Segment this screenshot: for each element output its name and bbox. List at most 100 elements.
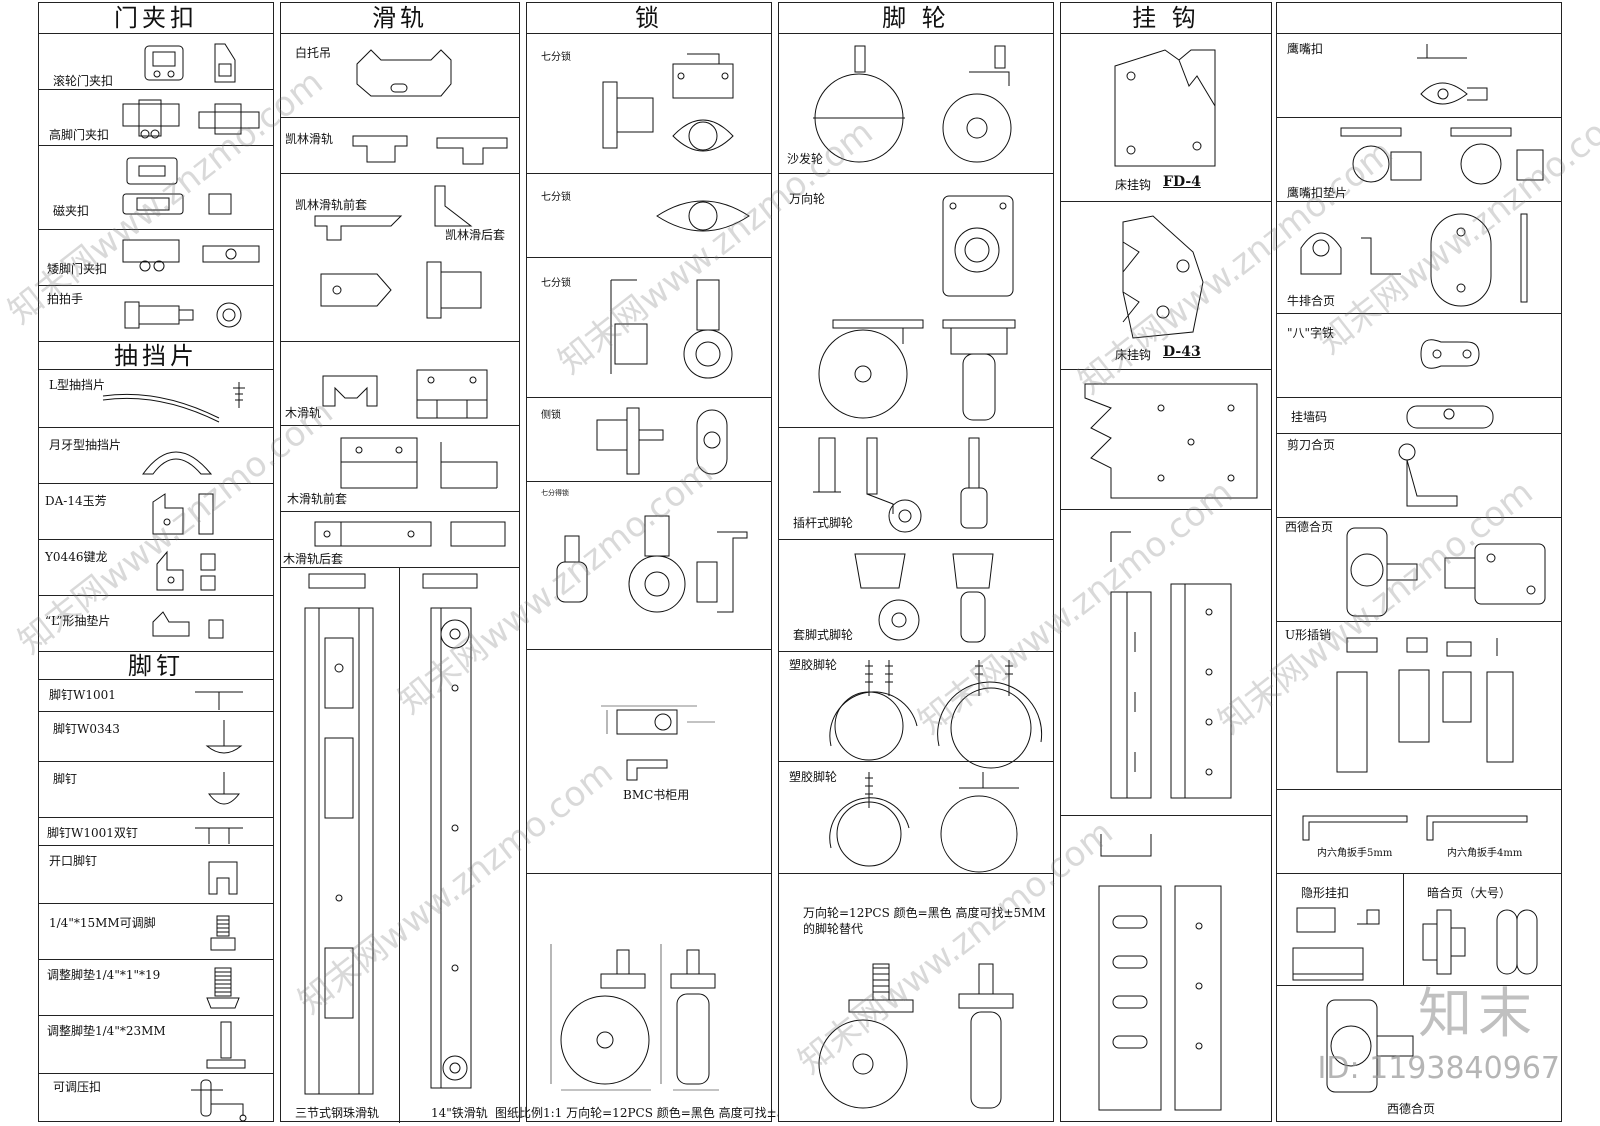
code-bed-hook-d43: D-43 (1163, 344, 1201, 360)
label-lock-1: 七分锁 (541, 52, 571, 63)
label-bed-hook-fd4: 床挂钩 (1115, 178, 1152, 192)
steak-hinge-drawing (1291, 208, 1551, 308)
u-bolt-drawing (1307, 632, 1547, 782)
section-title-drawer-stop: 抽挡片 (39, 341, 273, 370)
cell-eight-iron: "八"字铁 (1277, 313, 1561, 397)
plastic-caster-2-drawing (819, 768, 1039, 872)
l-drawer-stop-drawing (99, 378, 269, 424)
bmc-lock-drawing (597, 700, 727, 786)
bed-hook-fd4-drawing (1105, 46, 1225, 172)
bed-hook-plate-drawing (1081, 378, 1261, 502)
cell-l-drawer-stop: L型抽挡片 (39, 369, 273, 427)
cell-german-hinge: 西德合页 (1277, 517, 1561, 621)
label-eagle-clasp: 鹰嘴扣 (1287, 42, 1324, 56)
label-swivel-caster: 万向轮 (789, 192, 826, 206)
label-adjust-pad-23: 调整脚垫1/4"*23MM (47, 1024, 166, 1038)
swivel-caster-side-drawing (803, 314, 1043, 424)
foot-nail-double-drawing (189, 822, 249, 846)
concealed-hinge-drawing (1417, 904, 1557, 980)
wood-rail-rear-drawing (311, 516, 511, 552)
eagle-clasp-pad-drawing (1331, 122, 1551, 188)
watermark-id: ID: 1193840967 (1317, 1051, 1560, 1086)
cell-hook-slot-plate (1061, 815, 1271, 1123)
cell-adjust-pad-23: 调整脚垫1/4"*23MM (39, 1015, 273, 1073)
cell-eagle-clasp: 鹰嘴扣 (1277, 33, 1561, 117)
eagle-clasp-drawing (1407, 38, 1547, 114)
label-magnetic-clip: 磁夹扣 (53, 204, 90, 218)
cell-foot-nail-w1001: 脚钉W1001 (39, 679, 273, 711)
socket-caster-drawing (849, 548, 1049, 648)
label-y0446: Y0446键龙 (45, 550, 108, 564)
label-foot-nail: 脚钉 (53, 772, 78, 786)
label-kelin-rail: 凯林滑轨 (285, 132, 334, 146)
section-title-hook: 挂 钩 (1061, 3, 1271, 34)
label-side-lock: 侧锁 (541, 410, 561, 421)
label-bmc-lock: BMC书柜用 (623, 788, 690, 802)
steel-ball-rail-drawing (299, 568, 389, 1098)
side-lock-drawing (587, 402, 767, 478)
kelin-front-drawing (311, 210, 411, 246)
cell-bed-hook-fd4: 床挂钩 FD-4 (1061, 33, 1271, 201)
section-title-slide-rail: 滑轨 (281, 3, 519, 34)
column-door-clip: 门夹扣 滚轮门夹扣 高脚门夹扣 磁夹扣 矮脚门夹扣 (38, 2, 274, 1122)
label-lock-4: 七分得锁 (541, 489, 569, 497)
cell-socket-caster: 套脚式脚轮 (779, 539, 1053, 651)
column-caster: 脚 轮 沙发轮 万向轮 插杆式脚轮 (778, 2, 1054, 1122)
cell-lock-2: 七分锁 (527, 173, 771, 257)
cell-wood-rail-front: 木滑轨前套 (281, 425, 519, 511)
label-wood-rail-rear: 木滑轨后套 (283, 552, 344, 566)
watermark-logo: 知末 (1418, 982, 1538, 1045)
section-title-misc (1277, 3, 1561, 34)
column-slide-rail: 滑轨 白托吊 凯林滑轨 凯林滑轨前套 凯林滑后套 木滑轨 (280, 2, 520, 1123)
cell-scissor-hinge: 剪刀合页 (1277, 433, 1561, 517)
lock-1-drawing (577, 48, 767, 168)
cell-da14: DA-14玉芳 (39, 483, 273, 539)
german-hinge-drawing (1327, 524, 1557, 620)
foot-nail-drawing (199, 768, 249, 814)
cell-foot-nail-w0343: 脚钉W0343 (39, 711, 273, 761)
high-door-clip-drawing (119, 96, 269, 142)
label-adjustable-foot: 1/4"*15MM可调脚 (49, 916, 156, 930)
stem-caster-drawing (809, 434, 1039, 534)
section-title-foot-nail: 脚钉 (39, 651, 273, 680)
label-socket-caster: 套脚式脚轮 (793, 628, 854, 642)
label-adjustable-press-clip: 可调压扣 (53, 1080, 102, 1094)
foot-nail-w1001-drawing (189, 684, 249, 712)
label-push-latch: 拍拍手 (47, 292, 84, 306)
cell-hidden-clasp: 隐形挂扣 暗合页（大号） (1277, 873, 1561, 985)
label-hex-wrench-5mm: 内六角扳手5mm (1317, 848, 1393, 859)
label-german-hinge-2: 西德合页 (1387, 1102, 1436, 1116)
cell-eagle-clasp-pad: 鹰嘴扣垫片 (1277, 117, 1561, 201)
label-plastic-caster-1: 塑胶脚轮 (789, 658, 838, 672)
eight-iron-drawing (1407, 324, 1487, 374)
label-wood-rail-front: 木滑轨前套 (287, 492, 348, 506)
cell-foot-nail: 脚钉 (39, 761, 273, 817)
label-iron-rail-14: 14"铁滑轨 (431, 1106, 488, 1120)
label-adjust-pad-19: 调整脚垫1/4"*1"*19 (47, 968, 161, 982)
wood-rail-front-drawing (337, 432, 517, 494)
cell-swivel-spec: 万向轮=12PCS 颜色=黑色 高度可找±5MM 的脚轮替代 (779, 873, 1053, 1123)
label-wood-rail: 木滑轨 (285, 406, 322, 420)
label-eagle-clasp-pad: 鹰嘴扣垫片 (1287, 186, 1348, 200)
iron-rail-14-drawing (417, 568, 507, 1098)
scissor-hinge-drawing (1387, 440, 1467, 516)
label-foot-nail-double: 脚钉W1001双钉 (47, 826, 138, 840)
cell-wall-hanger: 挂墙码 (1277, 397, 1561, 433)
cell-plastic-caster-2: 塑胶脚轮 (779, 761, 1053, 873)
cell-steak-hinge: 牛排合页 (1277, 201, 1561, 313)
kelin-front-top-drawing (317, 270, 397, 310)
cell-lock-1: 七分锁 (527, 33, 771, 173)
label-roller-door-clip: 滚轮门夹扣 (53, 74, 114, 88)
label-steak-hinge: 牛排合页 (1287, 294, 1336, 308)
wall-hanger-drawing (1401, 402, 1501, 432)
cell-l-drawer-pad: “L”形抽垫片 (39, 595, 273, 651)
cell-sofa-caster: 沙发轮 (779, 33, 1053, 173)
label-bed-hook-d43: 床挂钩 (1115, 348, 1152, 362)
cell-german-hinge-2: 西德合页 (1277, 985, 1561, 1123)
lock-2-drawing (647, 182, 767, 252)
hook-slot-plate-drawing (1091, 826, 1251, 1116)
cell-open-foot-nail: 开口脚钉 (39, 845, 273, 903)
german-hinge-2-drawing (1317, 996, 1427, 1096)
cell-magnetic-clip: 磁夹扣 (39, 145, 273, 229)
adjustable-foot-drawing (203, 912, 243, 956)
